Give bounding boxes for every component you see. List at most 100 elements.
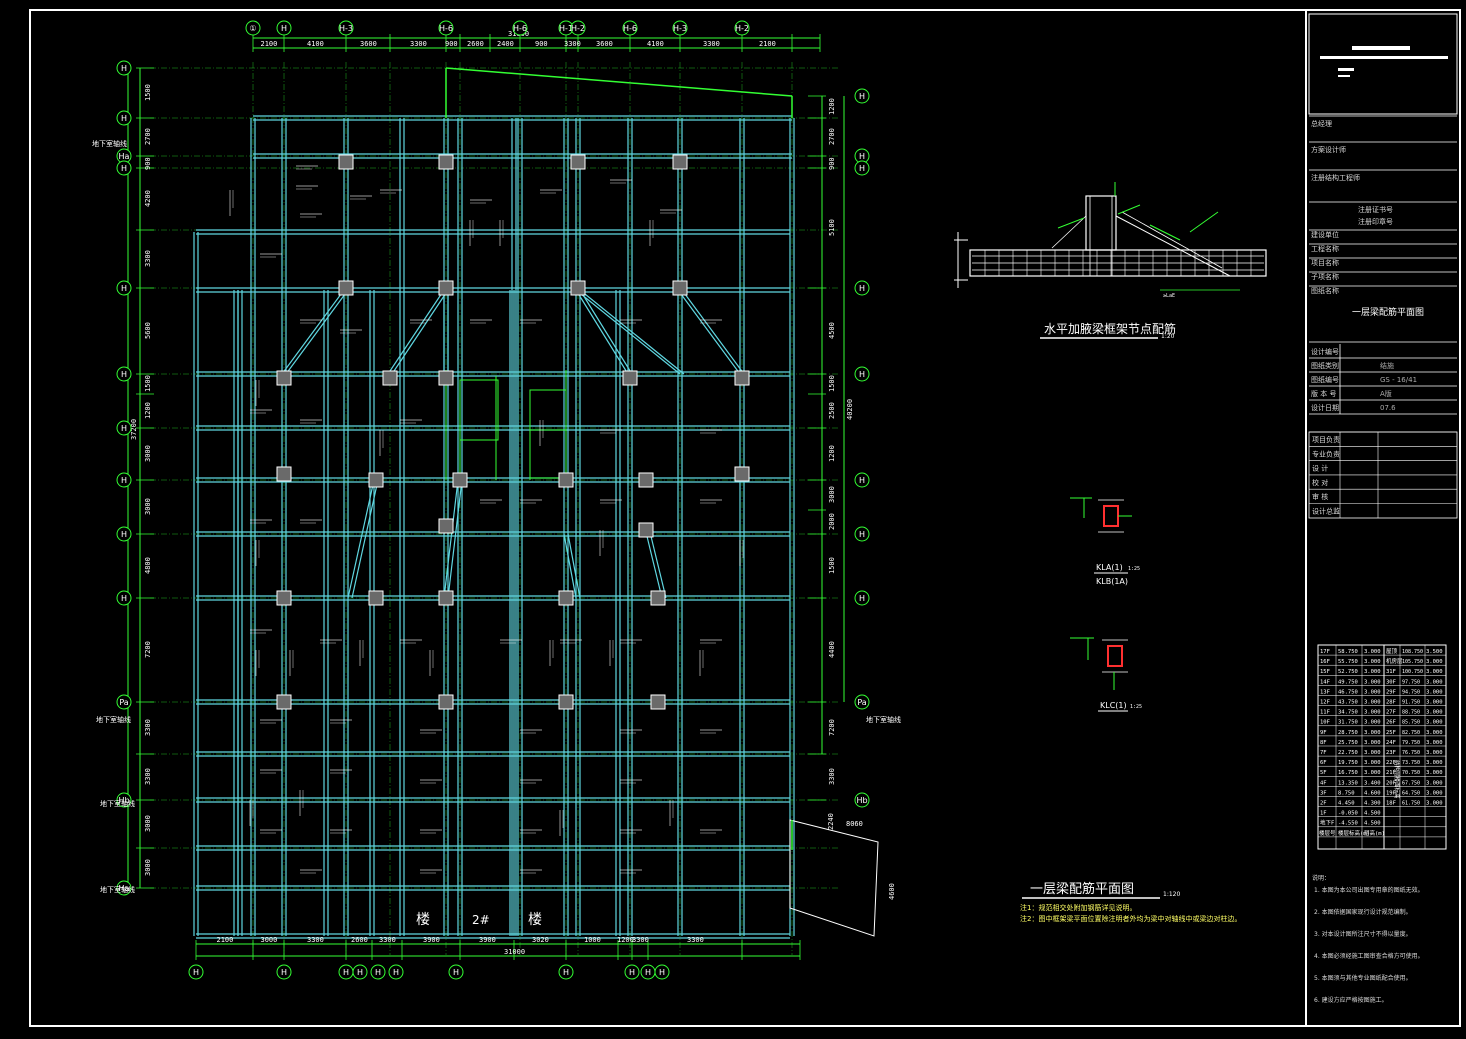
floor-elevation-r: 88.750 <box>1402 710 1420 716</box>
floor-number: 17F <box>1320 649 1330 655</box>
floor-height: 3.000 <box>1426 700 1443 706</box>
floor-number: 1F <box>1320 811 1327 817</box>
floor-number: 4F <box>1320 780 1327 786</box>
top-dimension: 2100 <box>261 40 278 48</box>
sign-row-label: 专业负责 <box>1312 449 1340 458</box>
right-axis-bubble: Pa <box>857 698 866 707</box>
floor-elevation: -0.050 <box>1338 811 1358 817</box>
floor-elevation-r: 94.750 <box>1402 689 1420 695</box>
floor-height: 3.000 <box>1426 770 1443 776</box>
floor-number: 11F <box>1320 710 1330 716</box>
title-row-label: 图纸类别 <box>1311 361 1339 370</box>
floor-height: 3.000 <box>1364 730 1381 736</box>
floor-elevation-r: 85.750 <box>1402 720 1420 726</box>
left-dimension: 7200 <box>144 641 152 658</box>
right-dimension: 5100 <box>828 219 836 236</box>
floor-number: 18F <box>1386 801 1396 807</box>
left-dimension: 4800 <box>144 557 152 574</box>
building-label-3: 楼 <box>528 912 542 928</box>
floor-number: 19F <box>1386 790 1396 796</box>
right-dimension: 7200 <box>828 719 836 736</box>
floor-elevation: 43.750 <box>1338 700 1358 706</box>
detail-caption: 水平加腋梁框架节点配筋 <box>1044 321 1176 336</box>
bottom-dimension: 3300 <box>687 936 704 944</box>
basement-axis-label: 地下室轴线 <box>96 715 131 724</box>
top-axis-bubble: H-6 <box>439 24 453 33</box>
floor-height: 3.000 <box>1364 700 1381 706</box>
bottom-axis-bubble: H <box>563 968 569 977</box>
floor-height: 3.000 <box>1426 740 1443 746</box>
floor-number: 2F <box>1320 801 1327 807</box>
corner-dimension: 2240 <box>827 813 835 830</box>
title-label: 注册证书号 <box>1358 205 1393 214</box>
floor-height: 3.400 <box>1364 780 1381 786</box>
floor-height: 3.000 <box>1426 710 1443 716</box>
right-axis-bubble: H <box>859 164 865 173</box>
top-axis-bubble: H-6 <box>623 24 637 33</box>
floor-height: 3.000 <box>1426 679 1443 685</box>
floor-height: 3.000 <box>1426 790 1443 796</box>
floor-number: 9F <box>1320 730 1327 736</box>
title-row-label: 设计日期 <box>1311 403 1339 412</box>
floor-number: 21F <box>1386 770 1396 776</box>
bottom-axis-bubble: H <box>281 968 287 977</box>
title-label: 注册结构工程师 <box>1311 173 1360 182</box>
plan-scale: 1:120 <box>1163 891 1180 898</box>
left-dimension: 1500 <box>144 375 152 392</box>
basement-axis-label: 地下室轴线 <box>92 139 127 148</box>
plan-caption: 一层梁配筋平面图 <box>1030 881 1134 897</box>
floor-number: 22F <box>1386 760 1396 766</box>
floor-elevation: -4.550 <box>1338 821 1358 827</box>
svg-text:≥LaE: ≥LaE <box>1163 293 1175 299</box>
title-label: 总经理 <box>1311 119 1332 128</box>
title-label: 图纸名称 <box>1311 286 1339 295</box>
right-total-dimension: 40200 <box>846 399 854 420</box>
left-dimension: 3300 <box>144 250 152 267</box>
left-axis-bubble: H <box>121 594 127 603</box>
right-dimension: 2700 <box>828 128 836 145</box>
bottom-axis-bubble: H <box>453 968 459 977</box>
top-dimension: 2600 <box>467 40 484 48</box>
company-name-bar <box>1320 56 1448 59</box>
left-axis-bubble: H <box>121 114 127 123</box>
bottom-axis-bubble: H <box>629 968 635 977</box>
floor-height: 3.000 <box>1364 659 1381 665</box>
right-dimension: 1500 <box>828 557 836 574</box>
floor-elevation: 4.450 <box>1338 801 1355 807</box>
floor-elevation-r: 70.750 <box>1402 770 1420 776</box>
top-dimension: 4100 <box>647 40 664 48</box>
floor-number: 24F <box>1386 740 1396 746</box>
floor-height: 3.000 <box>1426 730 1443 736</box>
right-axis-bubble: H <box>859 152 865 161</box>
top-axis-bubble: H-2 <box>735 24 749 33</box>
title-label: 注册印章号 <box>1358 217 1393 226</box>
right-dimension: 3000 <box>828 486 836 503</box>
top-axis-bubble: H-1 <box>559 24 573 33</box>
floor-elevation: 34.750 <box>1338 710 1358 716</box>
floor-number: 14F <box>1320 679 1330 685</box>
left-axis-bubble: H <box>121 164 127 173</box>
floor-number: 26F <box>1386 720 1396 726</box>
left-dimension: 3000 <box>144 815 152 832</box>
title-row-label: 版 本 号 <box>1311 389 1336 398</box>
floor-height: 3.500 <box>1426 649 1443 655</box>
floor-number: 30F <box>1386 679 1396 685</box>
floor-number: 28F <box>1386 700 1396 706</box>
note-line: 6. 建设方应严格按图施工。 <box>1314 996 1388 1004</box>
floor-number: 地下F <box>1320 819 1334 827</box>
left-dimension: 1500 <box>144 84 152 101</box>
bottom-axis-bubble: H <box>357 968 363 977</box>
top-axis-bubble: H <box>281 24 287 33</box>
section-klc: KLC(1) 1:25 <box>1070 637 1142 712</box>
floor-elevation-r: 108.750 <box>1402 649 1423 655</box>
floor-elevation-r: 61.750 <box>1402 801 1420 807</box>
bottom-dimension: 3300 <box>632 936 649 944</box>
top-dimension: 3600 <box>360 40 377 48</box>
section-2-name-top: KLC(1) <box>1100 701 1127 710</box>
title-row-label: 图纸编号 <box>1311 375 1339 384</box>
title-row-value: 07.6 <box>1380 404 1396 412</box>
title-label: 项目名称 <box>1311 258 1339 267</box>
top-axis-bubble: H-2 <box>571 24 585 33</box>
floor-height: 4.300 <box>1364 801 1381 807</box>
floor-height: 3.000 <box>1426 750 1443 756</box>
